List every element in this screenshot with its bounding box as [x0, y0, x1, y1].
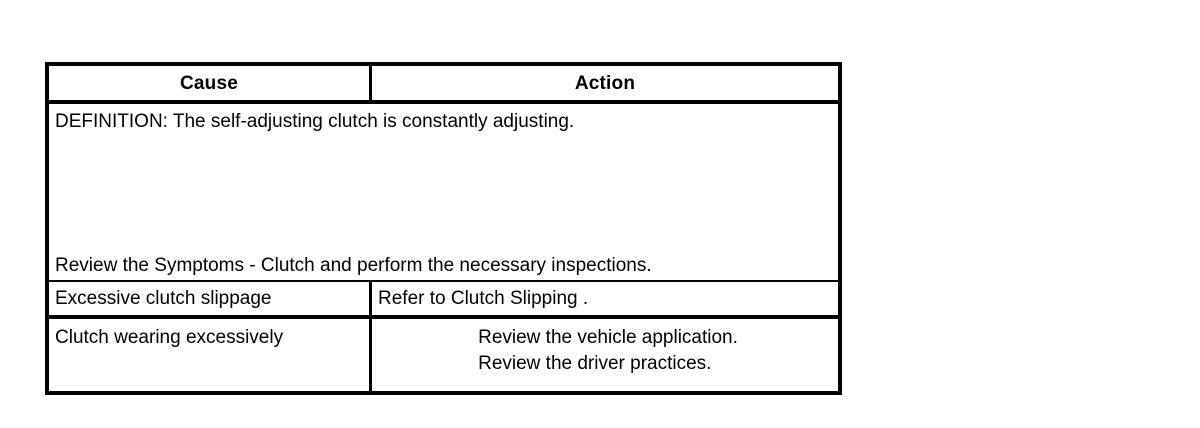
- cause-text: Clutch wearing excessively: [55, 327, 284, 348]
- column-header-cause: Cause: [179, 72, 239, 94]
- column-header-action: Action: [574, 72, 636, 94]
- table-row: Excessive clutch slippage Refer to Clutc…: [49, 282, 838, 319]
- cause-text: Excessive clutch slippage: [55, 288, 272, 309]
- table-row: Clutch wearing excessively Review the ve…: [49, 319, 838, 391]
- clutch-troubleshooting-table: Cause Action DEFINITION: The self-adjust…: [45, 62, 842, 395]
- action-text-line-1: Review the vehicle application.: [478, 327, 738, 348]
- table-row-definition: DEFINITION: The self-adjusting clutch is…: [49, 104, 838, 282]
- cell-action-slippage: Refer to Clutch Slipping .: [372, 282, 838, 315]
- header-cell-cause: Cause: [49, 66, 372, 100]
- cell-cause-wearing: Clutch wearing excessively: [49, 319, 372, 391]
- header-cell-action: Action: [372, 66, 838, 100]
- cell-cause-slippage: Excessive clutch slippage: [49, 282, 372, 315]
- definition-text: DEFINITION: The self-adjusting clutch is…: [55, 111, 575, 132]
- table-header-row: Cause Action: [49, 66, 838, 104]
- definition-cell-merged: DEFINITION: The self-adjusting clutch is…: [49, 104, 838, 280]
- cell-action-wearing: Review the vehicle application. Review t…: [372, 319, 838, 391]
- definition-review-symptoms-text: Review the Symptoms - Clutch and perform…: [55, 254, 652, 276]
- action-text: Refer to Clutch Slipping .: [378, 288, 589, 309]
- action-line-group: Review the vehicle application. Review t…: [478, 327, 738, 375]
- action-text-line-2: Review the driver practices.: [478, 353, 712, 375]
